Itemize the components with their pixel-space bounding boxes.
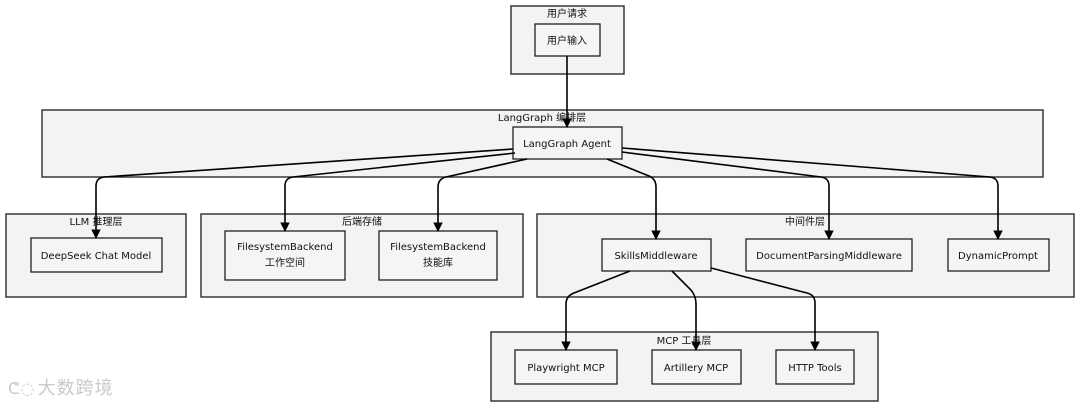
edge-skills-to-artillery xyxy=(671,270,701,351)
node-filesystem-skills: FilesystemBackend 技能库 xyxy=(378,230,498,281)
node-deepseek-label: DeepSeek Chat Model xyxy=(41,251,152,262)
node-docparse-label: DocumentParsingMiddleware xyxy=(756,251,902,262)
edge-agent-to-dynamic-prompt xyxy=(621,147,1003,240)
edge-skills-to-playwright xyxy=(561,270,631,351)
node-http-tools-label: HTTP Tools xyxy=(788,363,841,374)
node-fs-skills-line1: FilesystemBackend xyxy=(390,242,486,253)
brand-logo-icon: ᕦ◌ xyxy=(8,379,36,398)
node-playwright-mcp: Playwright MCP xyxy=(514,349,618,385)
node-deepseek-chat-model: DeepSeek Chat Model xyxy=(30,237,163,273)
node-playwright-label: Playwright MCP xyxy=(527,363,604,374)
node-fs-skills-line2: 技能库 xyxy=(423,256,453,269)
node-fs-workspace-line2: 工作空间 xyxy=(265,256,305,269)
group-orchestration-title: LangGraph 编排层 xyxy=(498,111,586,124)
node-langgraph-agent: LangGraph Agent xyxy=(512,126,623,160)
group-mcp-title: MCP 工具层 xyxy=(657,335,712,347)
node-filesystem-workspace: FilesystemBackend 工作空间 xyxy=(224,230,346,281)
edge-agent-to-document-parsing xyxy=(621,151,834,240)
group-user-request-title: 用户请求 xyxy=(547,7,587,20)
node-skills-middleware-label: SkillsMiddleware xyxy=(614,251,697,262)
edge-agent-to-skills-middleware xyxy=(606,158,661,240)
node-dynamic-prompt: DynamicPrompt xyxy=(947,238,1050,272)
edge-agent-to-fs-skills xyxy=(433,158,528,232)
node-http-tools: HTTP Tools xyxy=(775,349,855,385)
node-dynamic-prompt-label: DynamicPrompt xyxy=(958,251,1038,262)
group-middleware-title: 中间件层 xyxy=(785,215,825,228)
node-artillery-mcp: Artillery MCP xyxy=(651,349,742,385)
node-langgraph-agent-label: LangGraph Agent xyxy=(523,139,611,150)
node-document-parsing-middleware: DocumentParsingMiddleware xyxy=(745,238,913,272)
node-artillery-label: Artillery MCP xyxy=(664,363,728,374)
node-skills-middleware: SkillsMiddleware xyxy=(601,238,712,272)
node-user-input-label: 用户输入 xyxy=(547,34,587,47)
group-backend-title: 后端存储 xyxy=(342,215,382,228)
watermark: ᕦ◌大数跨境 xyxy=(8,374,114,400)
group-orchestration: LangGraph 编排层 xyxy=(41,109,1044,178)
edge-agent-to-deepseek xyxy=(91,148,514,239)
edge-skills-to-http-tools xyxy=(710,267,820,351)
node-user-input: 用户输入 xyxy=(534,23,601,57)
watermark-text: 大数跨境 xyxy=(37,378,114,399)
edge-agent-to-fs-workspace xyxy=(280,152,516,232)
node-fs-workspace-line1: FilesystemBackend xyxy=(237,242,333,253)
